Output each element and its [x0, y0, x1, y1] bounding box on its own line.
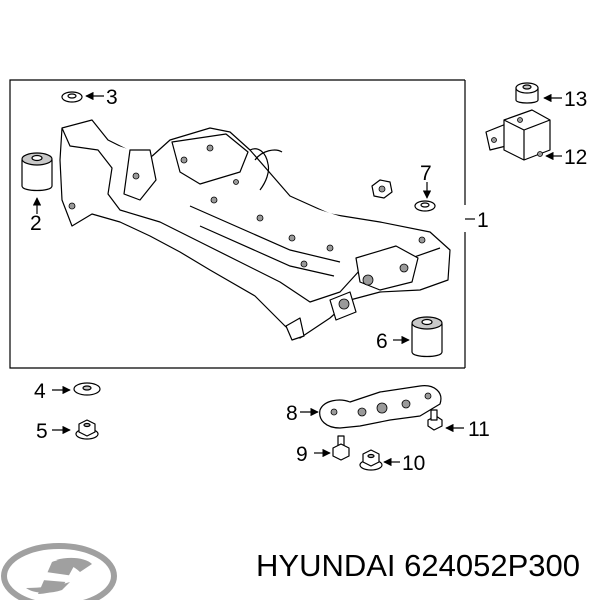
bushing-part-13	[515, 82, 539, 104]
callout-3: 3	[106, 86, 118, 109]
callout-11: 11	[468, 418, 490, 441]
callout-7: 7	[420, 162, 432, 185]
assembly-frame	[9, 79, 465, 369]
bracket-part-12	[485, 109, 551, 161]
washer-part-3	[61, 91, 83, 103]
callout-4: 4	[34, 380, 46, 403]
callout-6: 6	[376, 330, 388, 353]
callout-8: 8	[286, 402, 298, 425]
part-number-caption: HYUNDAI 624052P300	[256, 548, 580, 583]
washer-part-7	[414, 200, 436, 212]
callout-9: 9	[296, 443, 308, 466]
bolt-part-9	[332, 435, 350, 461]
nut-part-10	[359, 449, 383, 471]
callout-1: 1	[477, 209, 489, 232]
plate-part-8	[319, 385, 442, 429]
nut-part-5	[75, 419, 99, 440]
bushing-part-2	[21, 152, 53, 192]
bushing-part-6	[411, 316, 443, 358]
callout-10: 10	[402, 452, 425, 475]
washer-part-4	[73, 382, 101, 396]
callout-12: 12	[564, 146, 587, 169]
crossmember-subframe	[59, 119, 451, 341]
callout-13: 13	[564, 88, 587, 111]
callout-2: 2	[30, 212, 42, 235]
bolt-part-11	[427, 409, 443, 431]
callout-5: 5	[36, 420, 48, 443]
hyundai-logo	[1, 543, 117, 600]
nut-part	[371, 179, 393, 199]
